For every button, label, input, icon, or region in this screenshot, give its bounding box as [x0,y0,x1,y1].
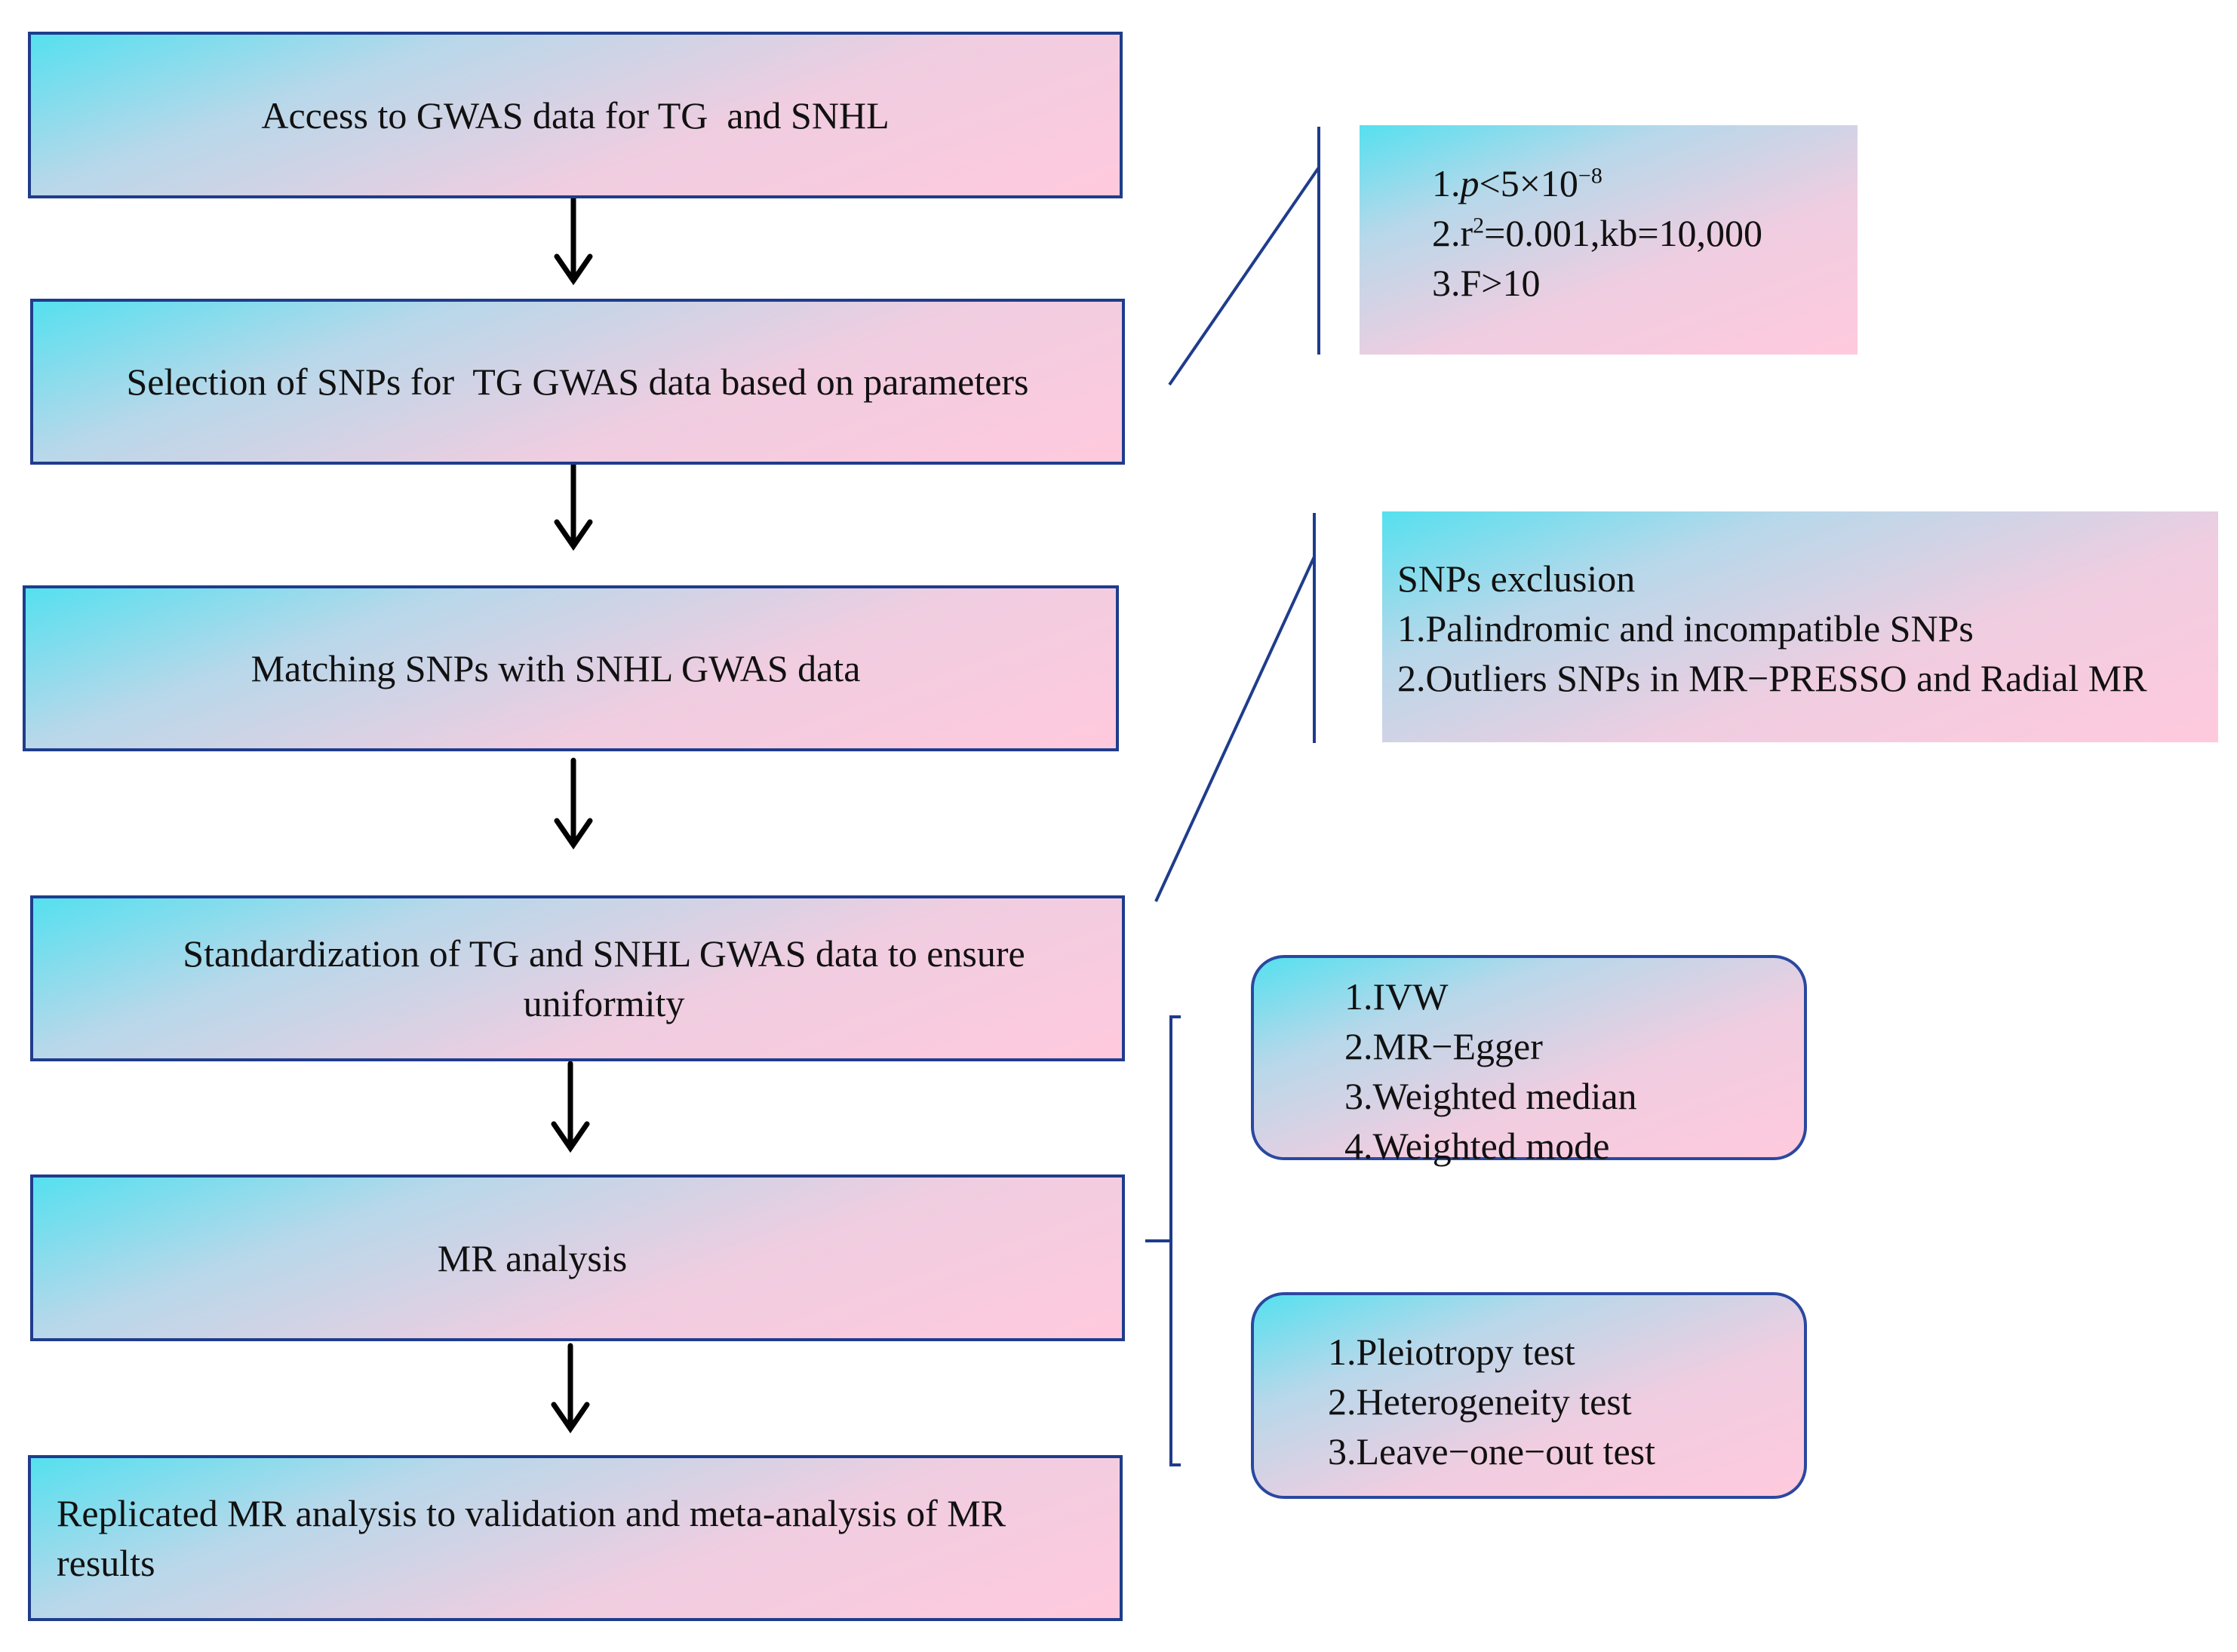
step-access-gwas-label: Access to GWAS data for TG and SNHL [261,94,890,137]
sensitivity-test-item: 2.Heterogeneity test [1328,1380,1632,1423]
exclusion-diagonal-line [1154,556,1316,902]
step-replicated-mr-label: Replicated MR analysis to validation and… [57,1492,1006,1584]
arrow-1-to-2 [554,195,593,286]
step-mr-analysis: MR analysis [30,1175,1125,1341]
exclusion-note: SNPs exclusion 1.Palindromic and incompa… [1382,511,2218,742]
exclusion-item: 2.Outliers SNPs in MR−PRESSO and Radial … [1397,657,2147,699]
mr-method-item: 2.MR−Egger [1344,1025,1543,1067]
step-standardization-label: Standardization of TG and SNHL GWAS data… [183,932,1025,1024]
callout-connectors [1145,127,1320,1466]
step-select-snps-label: Selection of SNPs for TG GWAS data based… [126,361,1029,403]
step-match-snps: Matching SNPs with SNHL GWAS data [23,585,1119,751]
sensitivity-test-item: 3.Leave−one−out test [1328,1430,1656,1472]
arrow-2-to-3 [554,461,593,551]
step-access-gwas: Access to GWAS data for TG and SNHL [28,32,1123,198]
exponent: −8 [1578,163,1602,189]
exclusion-item: 1.Palindromic and incompatible SNPs [1397,607,1974,649]
mr-methods-box: 1.IVW 2.MR−Egger 3.Weighted median 4.Wei… [1251,955,1807,1167]
parameter-f-statistic: 3.F>10 [1432,262,1541,304]
p-variable: p [1460,162,1480,204]
r-squared-exponent: 2 [1473,213,1485,238]
mr-method-item: 4.Weighted mode [1344,1125,1610,1167]
step-mr-analysis-label: MR analysis [437,1236,628,1279]
arrow-5-to-6 [551,1343,590,1434]
arrow-3-to-4 [554,757,593,850]
sensitivity-tests-box: 1.Pleiotropy test 2.Heterogeneity test 3… [1251,1292,1807,1499]
step-standardization: Standardization of TG and SNHL GWAS data… [30,895,1125,1061]
parameter-p-threshold: 1.p<5×10−8 [1432,162,1602,204]
exclusion-title: SNPs exclusion [1397,557,1636,600]
analysis-bracket [1169,1015,1181,1466]
parameters-note: 1.p<5×10−8 2.r2=0.001,kb=10,000 3.F>10 [1360,125,1858,355]
parameter-r2-kb: 2.r2=0.001,kb=10,000 [1432,212,1763,254]
step-replicated-mr: Replicated MR analysis to validation and… [28,1455,1123,1621]
step-match-snps-label: Matching SNPs with SNHL GWAS data [250,647,861,689]
step-select-snps: Selection of SNPs for TG GWAS data based… [30,299,1125,465]
mr-method-item: 1.IVW [1344,975,1449,1018]
params-diagonal-line [1168,166,1320,386]
arrow-4-to-5 [551,1061,590,1153]
mr-method-item: 3.Weighted median [1344,1075,1637,1117]
flow-arrows [551,195,593,1434]
sensitivity-test-item: 1.Pleiotropy test [1328,1331,1575,1373]
